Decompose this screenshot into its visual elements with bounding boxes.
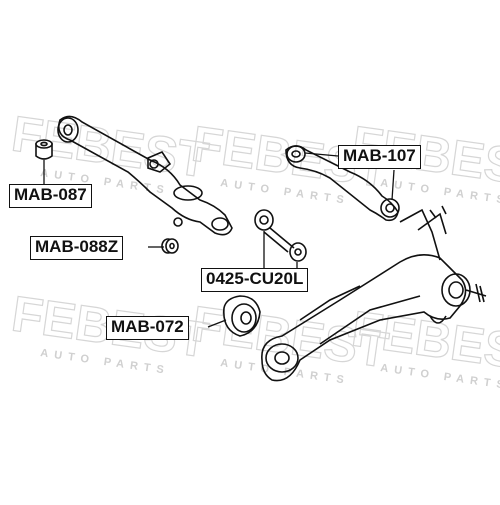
part-label-mab-088z: MAB-088Z bbox=[30, 236, 124, 260]
leader-mab-107-b bbox=[391, 169, 395, 201]
bushing-mab-087 bbox=[35, 139, 53, 160]
part-label-mab-087: MAB-087 bbox=[9, 184, 92, 208]
trailing-arm-drawing bbox=[261, 205, 487, 382]
part-label-mab-072: MAB-072 bbox=[106, 316, 189, 340]
bushing-mab-088z bbox=[161, 238, 179, 254]
part-label-0425-cu20l: 0425-CU20L bbox=[201, 268, 309, 292]
bushing-mab-072 bbox=[223, 295, 261, 337]
part-label-mab-107: MAB-107 bbox=[338, 145, 421, 169]
upper-arm-drawing bbox=[285, 145, 400, 222]
lateral-link-drawing bbox=[254, 209, 307, 262]
leader-lines bbox=[43, 152, 395, 328]
lower-arm-drawing bbox=[57, 115, 233, 236]
leader-mab-072 bbox=[207, 319, 227, 328]
leader-mab-107-a bbox=[304, 152, 339, 157]
